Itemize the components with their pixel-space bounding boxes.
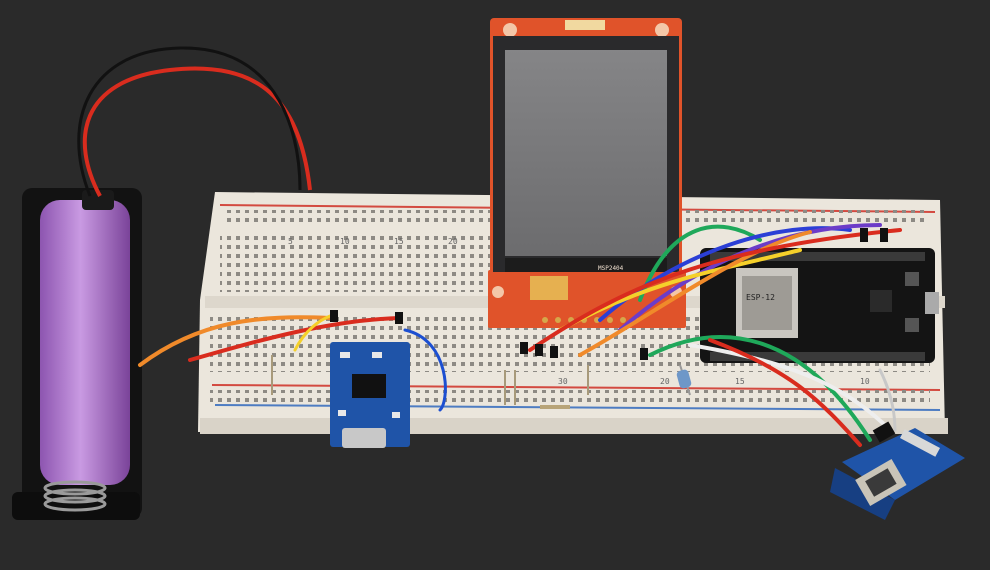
blue-wire bbox=[403, 328, 447, 412]
yellow-wire bbox=[293, 314, 332, 352]
tft-display-module: MSP2404 bbox=[488, 18, 686, 328]
red-wire-long bbox=[528, 228, 902, 352]
orange-wire bbox=[138, 315, 332, 367]
column-number: 5 bbox=[288, 237, 293, 246]
sensor-module bbox=[830, 428, 965, 520]
esp-label: ESP-12 bbox=[746, 293, 775, 302]
red-wire-sensor bbox=[708, 338, 862, 447]
esp-module: ESP-12 bbox=[700, 248, 939, 363]
battery-holder bbox=[12, 188, 142, 520]
column-number: 10 bbox=[340, 237, 350, 246]
column-number: 15 bbox=[735, 377, 745, 386]
column-number: 20 bbox=[448, 237, 458, 246]
lithium-battery bbox=[40, 200, 130, 485]
column-number: 10 bbox=[860, 377, 870, 386]
purple-wire bbox=[618, 223, 882, 332]
resistor bbox=[676, 364, 692, 396]
charger-module bbox=[330, 342, 410, 448]
battery-red-wire bbox=[82, 66, 312, 197]
gray-wire bbox=[878, 368, 897, 432]
column-number: 20 bbox=[660, 377, 670, 386]
tft-footer-label: MSP2404 bbox=[598, 265, 624, 272]
column-number: 30 bbox=[558, 377, 568, 386]
red-wire bbox=[188, 316, 402, 362]
white-wire bbox=[688, 343, 892, 432]
teal-wire bbox=[648, 335, 872, 442]
column-number: 15 bbox=[394, 237, 404, 246]
green-wire bbox=[638, 224, 762, 302]
orange-wire-long bbox=[578, 230, 812, 357]
battery-black-wire bbox=[77, 46, 302, 197]
tft-screen bbox=[505, 50, 667, 256]
